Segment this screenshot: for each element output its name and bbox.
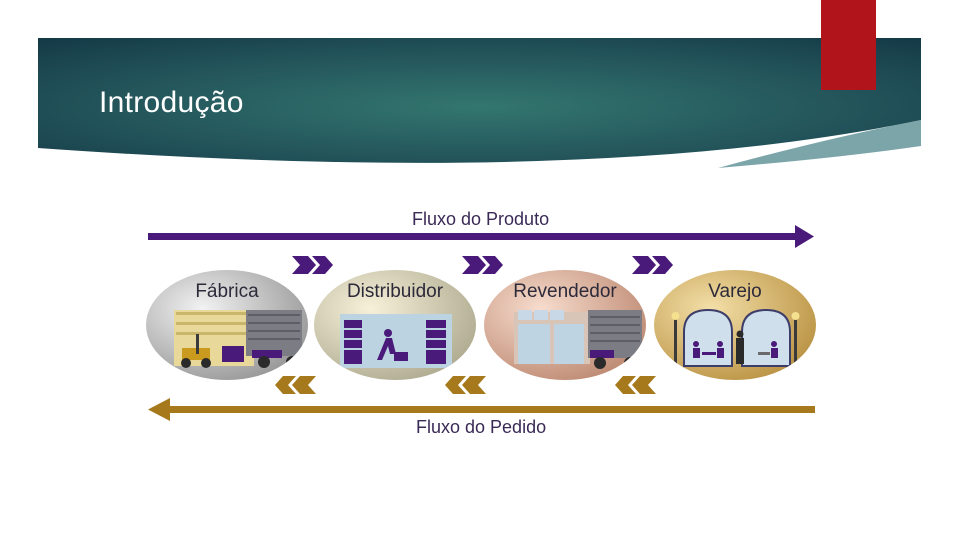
- stage-label: Distribuidor: [314, 281, 476, 303]
- accent-tab: [821, 0, 876, 90]
- stage-label: Fábrica: [146, 281, 308, 303]
- stage-factory: Fábrica: [146, 270, 308, 380]
- stage-retail: Varejo: [654, 270, 816, 380]
- supply-chain-diagram: Fluxo do Produto Fluxo do Pedido: [140, 200, 830, 450]
- product-flow-label: Fluxo do Produto: [412, 209, 549, 230]
- order-flow-label: Fluxo do Pedido: [416, 417, 546, 438]
- stage-label: Revendedor: [484, 281, 646, 303]
- slide-title: Introdução: [99, 86, 244, 120]
- stage-distributor: Distribuidor: [314, 270, 476, 380]
- stage-reseller: Revendedor: [484, 270, 646, 380]
- stage-label: Varejo: [654, 281, 816, 303]
